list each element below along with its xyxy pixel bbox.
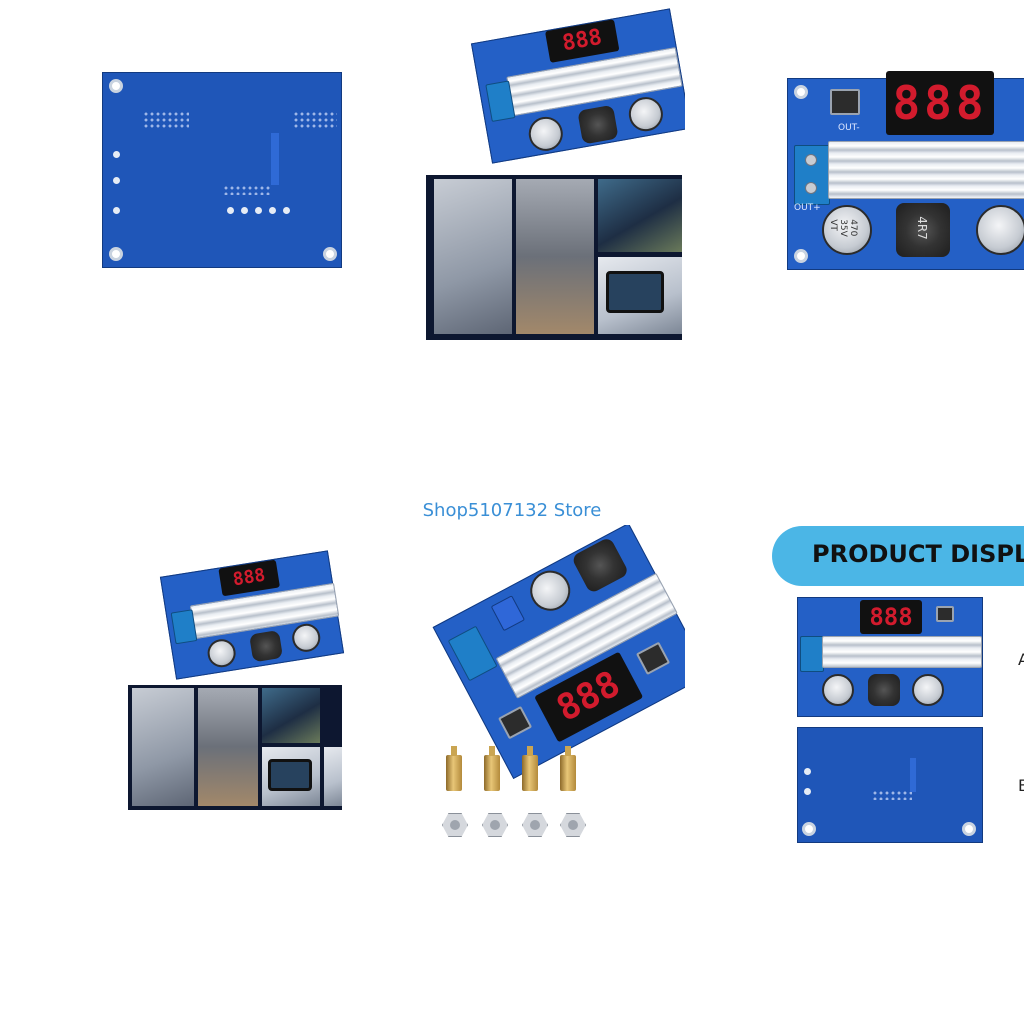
- capacitor-icon: [822, 674, 854, 706]
- inductor-icon: [577, 104, 619, 145]
- product-image-board-with-standoffs[interactable]: 888: [430, 525, 685, 845]
- seven-segment-display-icon: 888: [544, 19, 620, 63]
- product-display-title: PRODUCT DISPL: [812, 540, 1024, 568]
- via-grid: [143, 111, 189, 129]
- application-collage: [426, 175, 682, 340]
- hex-nut-icon: [560, 813, 586, 837]
- solder-pad: [269, 207, 276, 214]
- seven-segment-display-icon: 888: [860, 600, 922, 634]
- display-label-b: B: [1018, 776, 1024, 795]
- solder-pad: [227, 207, 234, 214]
- product-display-board-back[interactable]: [795, 725, 985, 850]
- product-image-board-with-applications[interactable]: 888: [425, 5, 685, 345]
- via-grid: [293, 111, 337, 129]
- application-collage: [128, 685, 342, 810]
- welding-robot-photo: [198, 688, 258, 806]
- rc-car-photo: [262, 688, 320, 743]
- trace: [271, 133, 279, 185]
- solder-pad: [113, 177, 120, 184]
- capacitor-icon: [290, 621, 323, 654]
- push-button: [635, 641, 671, 676]
- pcb-front: 888 OUT- OUT+ 470 35V VT 4R7: [787, 71, 1024, 270]
- device-photo: [324, 747, 342, 806]
- mount-hole: [962, 822, 976, 836]
- capacitor-icon: [626, 94, 666, 134]
- solder-pad: [804, 788, 811, 795]
- rc-car-photo: [598, 179, 682, 252]
- pcb-front: 888: [470, 8, 685, 164]
- capacitor-icon: [205, 637, 238, 670]
- smart-home-photo: [434, 179, 512, 334]
- mount-hole: [109, 79, 123, 93]
- mount-hole: [794, 85, 808, 99]
- heatsink-icon: [822, 636, 982, 668]
- solder-pad: [113, 151, 120, 158]
- pcb-front: 888: [432, 525, 685, 780]
- display-label-a: A: [1018, 650, 1024, 669]
- store-name-link[interactable]: Shop5107132 Store: [422, 500, 602, 521]
- push-button: [936, 606, 954, 622]
- hex-nut-icon: [482, 813, 508, 837]
- mount-hole: [323, 247, 337, 261]
- inductor-icon: [570, 536, 630, 595]
- terminal-block-icon: [800, 636, 824, 672]
- capacitor-icon: [523, 563, 578, 618]
- product-display-board-front[interactable]: 888: [795, 595, 985, 720]
- push-button: [830, 89, 860, 115]
- solder-pad: [241, 207, 248, 214]
- mount-hole: [109, 247, 123, 261]
- tablet-icon: [606, 271, 664, 313]
- seven-segment-display-icon: 888: [218, 559, 281, 597]
- solder-pad: [804, 768, 811, 775]
- pcb-back: [102, 72, 342, 268]
- label-out-minus: OUT-: [838, 123, 860, 133]
- inductor-icon: [868, 674, 900, 706]
- capacitor-label: 470 35V VT: [827, 219, 858, 237]
- pcb-front: 888: [159, 550, 345, 680]
- capacitor-icon: 470 35V VT: [822, 205, 872, 255]
- terminal-block-icon: [794, 145, 830, 205]
- screw: [805, 182, 817, 194]
- tablet-icon: [268, 759, 312, 791]
- smart-home-photo: [132, 688, 194, 806]
- solder-pad: [113, 207, 120, 214]
- solder-pad: [255, 207, 262, 214]
- inductor-label: 4R7: [914, 216, 929, 240]
- via-grid: [223, 185, 271, 195]
- trace: [910, 758, 916, 792]
- pcb-back: [797, 727, 983, 843]
- seven-segment-display-icon: 888: [886, 71, 994, 135]
- heatsink-icon: [828, 141, 1024, 199]
- label-out-plus: OUT+: [794, 203, 821, 213]
- product-image-board-top[interactable]: 888 OUT- OUT+ 470 35V VT 4R7: [785, 70, 1024, 275]
- inductor-icon: [249, 630, 284, 663]
- hex-nut-icon: [522, 813, 548, 837]
- inductor-icon: 4R7: [896, 203, 950, 257]
- terminal-block-icon: [447, 625, 498, 682]
- via-grid: [872, 790, 912, 800]
- standoff-icon: [522, 746, 538, 791]
- hex-nut-icon: [442, 813, 468, 837]
- screw: [805, 154, 817, 166]
- standoff-icon: [484, 746, 500, 791]
- mount-hole: [802, 822, 816, 836]
- product-display-banner: [772, 526, 1024, 586]
- tablet-device-photo: [598, 257, 682, 334]
- tablet-device-photo: [262, 747, 320, 806]
- capacitor-icon: [912, 674, 944, 706]
- welding-robot-photo: [516, 179, 594, 334]
- push-button: [497, 705, 533, 740]
- product-image-board-back[interactable]: [100, 70, 345, 270]
- product-image-board-with-applications-small[interactable]: 888: [125, 545, 345, 815]
- potentiometer: [490, 595, 526, 632]
- mount-hole: [794, 249, 808, 263]
- capacitor-icon: [976, 205, 1024, 255]
- capacitor-icon: [526, 114, 566, 154]
- standoff-icon: [446, 746, 462, 791]
- solder-pad: [283, 207, 290, 214]
- standoff-icon: [560, 746, 576, 791]
- pcb-front: 888: [797, 597, 983, 717]
